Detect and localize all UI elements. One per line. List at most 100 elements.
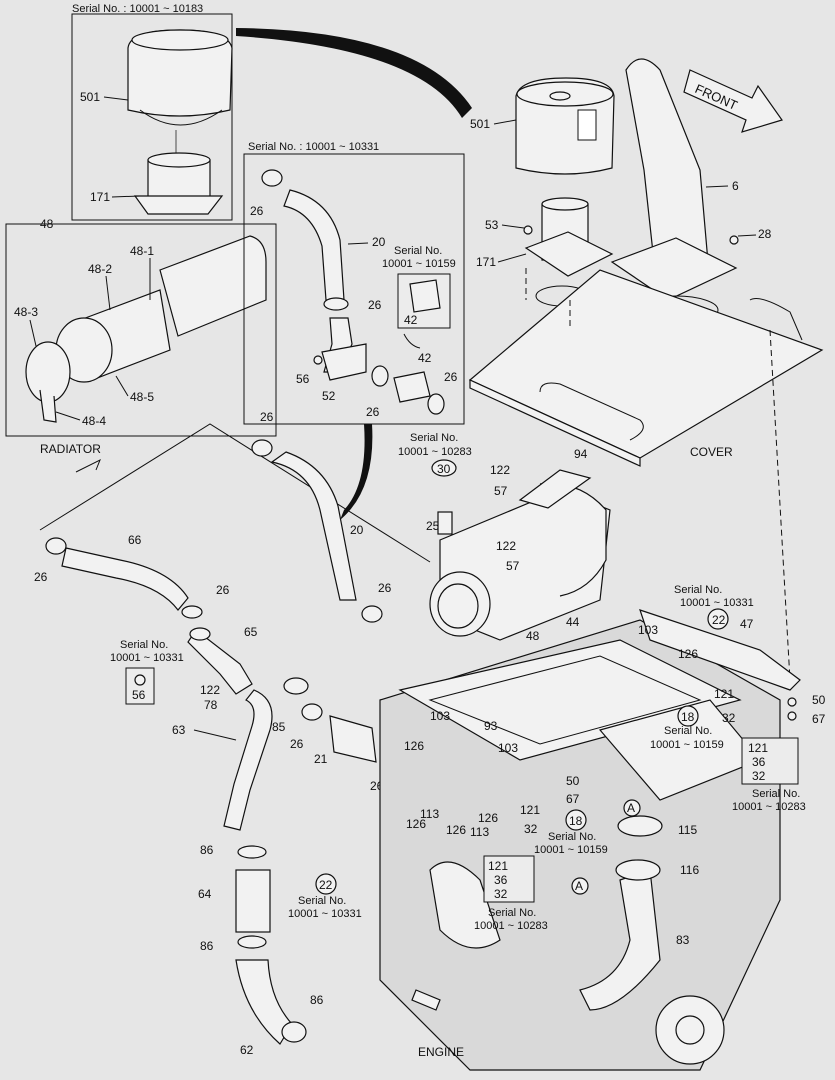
- range-10331-b: 10001 ~ 10331: [680, 597, 754, 609]
- callout-126d: 126: [406, 817, 426, 831]
- callout-85: 85: [272, 720, 286, 734]
- serial-no-label-i: Serial No.: [488, 907, 536, 919]
- callout-32c: 32: [524, 822, 538, 836]
- air-intake-assembly: 501 171 53 6 28 FRONT COVER: [468, 58, 824, 681]
- callout-67a: 67: [812, 712, 826, 726]
- callout-48-3: 48-3: [14, 305, 38, 319]
- callout-103c: 103: [498, 741, 518, 755]
- curved-arrow-mid: [340, 424, 373, 520]
- range-10283-b: 10001 ~ 10283: [732, 801, 806, 813]
- elbow-52: [321, 343, 367, 381]
- sleeve-64: [235, 869, 271, 933]
- radiator-arrow: [75, 458, 101, 473]
- callout-32d: 32: [494, 887, 508, 901]
- hose-63: [223, 689, 273, 831]
- serial-no-label-a: Serial No.: [394, 245, 442, 257]
- callout-18a: 18: [681, 710, 695, 724]
- serial-no-label-d: Serial No.: [674, 584, 722, 596]
- callout-113a: 113: [420, 807, 439, 821]
- callout-47: 47: [740, 617, 754, 631]
- range-10159-c: 10001 ~ 10159: [534, 844, 608, 856]
- callout-67b: 67: [566, 792, 580, 806]
- callout-65: 65: [244, 625, 258, 639]
- callout-64: 64: [198, 887, 212, 901]
- callout-20b: 20: [350, 523, 364, 537]
- callout-32a: 32: [722, 711, 736, 725]
- flange-171: [524, 231, 614, 277]
- bracket-94: [518, 469, 592, 509]
- radiator-label: RADIATOR: [40, 442, 101, 456]
- callout-48-1: 48-1: [130, 244, 154, 258]
- callout-56a: 56: [296, 372, 310, 386]
- callout-26f: 26: [378, 581, 392, 595]
- range-10159-b: 10001 ~ 10159: [650, 739, 724, 751]
- callout-A-b: A: [575, 879, 583, 893]
- intake-manifold: [398, 639, 742, 761]
- callout-48-2: 48-2: [88, 262, 112, 276]
- callout-113b: 113: [470, 825, 489, 839]
- bracket-47: [639, 609, 801, 691]
- callout-86c: 86: [310, 993, 324, 1007]
- callout-26i: 26: [290, 737, 304, 751]
- callout-53: 53: [485, 218, 499, 232]
- callout-94: 94: [574, 447, 588, 461]
- callout-48-5: 48-5: [130, 390, 154, 404]
- callout-66: 66: [128, 533, 142, 547]
- range-10331-c: 10001 ~ 10331: [288, 908, 362, 920]
- callout-22b: 22: [319, 878, 333, 892]
- callout-22a: 22: [712, 613, 726, 627]
- callout-26c: 26: [366, 405, 380, 419]
- front-arrow: FRONT: [683, 69, 783, 133]
- callout-501: 501: [80, 90, 100, 104]
- engine-block: ENGINE: [379, 619, 781, 1071]
- range-10283-a: 10001 ~ 10283: [398, 446, 472, 458]
- air-cleaner-body: [159, 235, 267, 337]
- callout-121b: 121: [748, 741, 768, 755]
- callout-103a: 103: [638, 623, 658, 637]
- engine-cover: [468, 269, 824, 459]
- callout-93: 93: [484, 719, 498, 733]
- pipe-83: [579, 869, 661, 1011]
- callout-50a: 50: [812, 693, 826, 707]
- callout-26b: 26: [368, 298, 382, 312]
- callout-28: 28: [758, 227, 772, 241]
- callout-122b: 122: [490, 463, 510, 477]
- serial-no-label-h: Serial No.: [298, 895, 346, 907]
- callout-48: 48: [40, 217, 54, 231]
- inset-precleaner: Serial No. : 10001 ~ 10183 501 171: [71, 3, 233, 221]
- serial-no-label-g: Serial No.: [548, 831, 596, 843]
- callout-121c: 121: [520, 803, 540, 817]
- callout-78: 78: [204, 698, 218, 712]
- callout-122c: 122: [496, 539, 516, 553]
- end-cap: [25, 341, 71, 403]
- hose-20-upper: [283, 189, 345, 301]
- callout-63: 63: [172, 723, 186, 737]
- callout-171: 171: [90, 190, 110, 204]
- inset-air-cleaner: 48 48-1 48-2 48-3 48-5 48-4: [5, 217, 277, 437]
- callout-115: 115: [678, 823, 697, 837]
- callout-56b: 56: [132, 688, 146, 702]
- callout-83: 83: [676, 933, 690, 947]
- hose-66: [61, 547, 189, 611]
- callout-6: 6: [732, 179, 739, 193]
- callout-116: 116: [680, 863, 699, 877]
- cover-label: COVER: [690, 445, 733, 459]
- callout-126b: 126: [404, 739, 424, 753]
- callout-18b: 18: [569, 814, 583, 828]
- callout-30: 30: [437, 462, 451, 476]
- callout-86a: 86: [200, 843, 214, 857]
- callout-42a: 42: [418, 351, 432, 365]
- callout-126e: 126: [446, 823, 466, 837]
- callout-36a: 36: [752, 755, 766, 769]
- callout-122a: 122: [200, 683, 220, 697]
- callout-171b: 171: [476, 255, 496, 269]
- callout-26a: 26: [250, 204, 264, 218]
- callout-A-a: A: [627, 801, 635, 815]
- callout-32b: 32: [752, 769, 766, 783]
- serial-10183-label: Serial No. : 10001 ~ 10183: [72, 3, 203, 15]
- callout-57b: 57: [506, 559, 520, 573]
- turbo-pipe-21: [329, 715, 377, 763]
- engine-label: ENGINE: [418, 1045, 464, 1059]
